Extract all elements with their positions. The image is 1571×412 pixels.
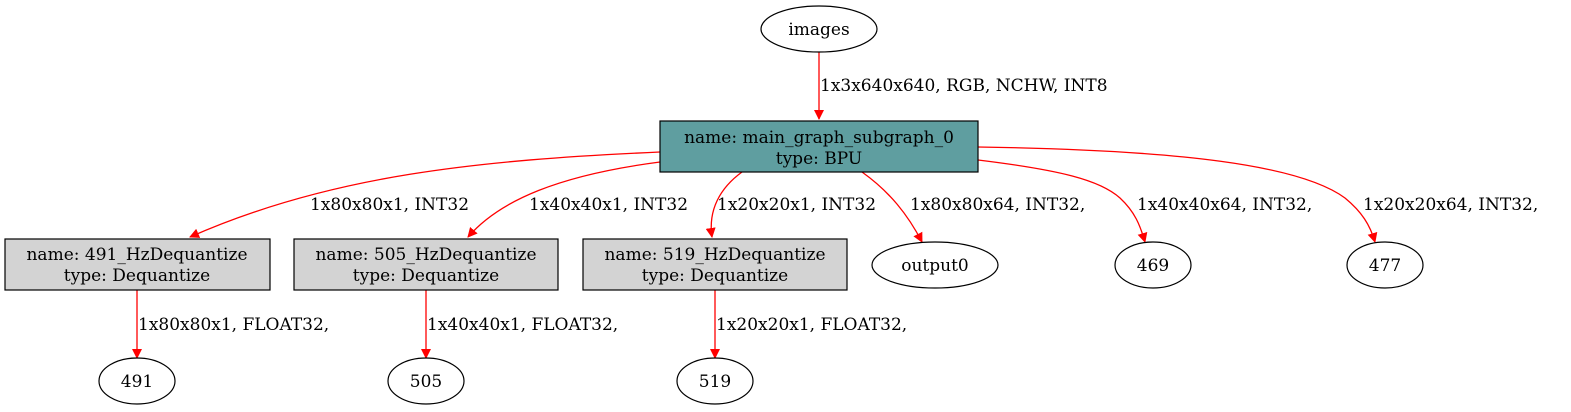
node-type-label: type: Dequantize bbox=[64, 266, 210, 286]
node-shape bbox=[1114, 241, 1192, 289]
edge-line bbox=[189, 151, 661, 238]
edge-main-to-519-dequantize: 1x20x20x1, INT32 bbox=[705, 171, 876, 238]
node-label: output0 bbox=[901, 256, 969, 276]
edge-images-to-main: 1x3x640x640, RGB, NCHW, INT8 bbox=[814, 52, 1108, 120]
node-main-graph-subgraph[interactable]: name: main_graph_subgraph_0 type: BPU bbox=[659, 120, 979, 173]
edge-519-dequantize-to-519: 1x20x20x1, FLOAT32, bbox=[710, 290, 907, 359]
edge-line bbox=[977, 146, 1378, 243]
node-label: 505 bbox=[410, 372, 442, 392]
edge-main-to-477: 1x20x20x64, INT32, bbox=[977, 146, 1538, 243]
node-label: 469 bbox=[1137, 256, 1169, 276]
node-491[interactable]: 491 bbox=[98, 357, 176, 405]
node-name-label: name: 491_HzDequantize bbox=[26, 245, 247, 265]
node-shape bbox=[293, 238, 559, 291]
node-shape bbox=[760, 5, 878, 53]
node-shape bbox=[1346, 241, 1424, 289]
edge-label: 1x20x20x1, FLOAT32, bbox=[716, 315, 907, 335]
edge-main-to-505-dequantize: 1x40x40x1, INT32 bbox=[467, 161, 688, 238]
edge-label: 1x20x20x1, INT32 bbox=[717, 195, 876, 215]
node-477[interactable]: 477 bbox=[1346, 241, 1424, 289]
node-label: 519 bbox=[699, 372, 731, 392]
edge-main-to-491-dequantize: 1x80x80x1, INT32 bbox=[189, 151, 661, 238]
node-label: 477 bbox=[1369, 256, 1401, 276]
node-469[interactable]: 469 bbox=[1114, 241, 1192, 289]
node-519[interactable]: 519 bbox=[676, 357, 754, 405]
edge-main-to-output0: 1x80x80x64, INT32, bbox=[861, 171, 1085, 243]
node-name-label: name: 519_HzDequantize bbox=[604, 245, 825, 265]
node-shape bbox=[582, 238, 848, 291]
node-output0[interactable]: output0 bbox=[871, 241, 999, 289]
edge-label: 1x80x80x1, FLOAT32, bbox=[138, 315, 329, 335]
edge-label: 1x40x40x1, INT32 bbox=[529, 195, 688, 215]
edge-label: 1x80x80x1, INT32 bbox=[310, 195, 469, 215]
node-505[interactable]: 505 bbox=[387, 357, 465, 405]
node-shape bbox=[676, 357, 754, 405]
edge-line bbox=[861, 171, 923, 243]
edge-line bbox=[467, 161, 661, 238]
node-type-label: type: Dequantize bbox=[353, 266, 499, 286]
edge-label: 1x20x20x64, INT32, bbox=[1363, 195, 1538, 215]
edge-505-dequantize-to-505: 1x40x40x1, FLOAT32, bbox=[421, 290, 618, 359]
edge-491-dequantize-to-491: 1x80x80x1, FLOAT32, bbox=[132, 290, 329, 359]
node-shape bbox=[871, 241, 999, 289]
node-name-label: name: 505_HzDequantize bbox=[315, 245, 536, 265]
node-shape bbox=[659, 120, 979, 173]
node-shape bbox=[4, 238, 271, 291]
edge-line bbox=[705, 171, 743, 238]
node-505-dequantize[interactable]: name: 505_HzDequantize type: Dequantize bbox=[293, 238, 559, 291]
node-name-label: name: main_graph_subgraph_0 bbox=[684, 128, 954, 148]
node-shape bbox=[387, 357, 465, 405]
node-label: images bbox=[788, 20, 849, 40]
edge-label: 1x40x40x1, FLOAT32, bbox=[427, 315, 618, 335]
node-shape bbox=[98, 357, 176, 405]
edge-label: 1x3x640x640, RGB, NCHW, INT8 bbox=[820, 76, 1108, 96]
node-491-dequantize[interactable]: name: 491_HzDequantize type: Dequantize bbox=[4, 238, 271, 291]
edge-main-to-469: 1x40x40x64, INT32, bbox=[977, 159, 1312, 243]
node-type-label: type: BPU bbox=[776, 149, 862, 169]
node-519-dequantize[interactable]: name: 519_HzDequantize type: Dequantize bbox=[582, 238, 848, 291]
edge-label: 1x80x80x64, INT32, bbox=[910, 195, 1085, 215]
edge-label: 1x40x40x64, INT32, bbox=[1137, 195, 1312, 215]
node-type-label: type: Dequantize bbox=[642, 266, 788, 286]
edge-line bbox=[977, 159, 1148, 243]
node-images[interactable]: images bbox=[760, 5, 878, 53]
node-label: 491 bbox=[121, 372, 153, 392]
